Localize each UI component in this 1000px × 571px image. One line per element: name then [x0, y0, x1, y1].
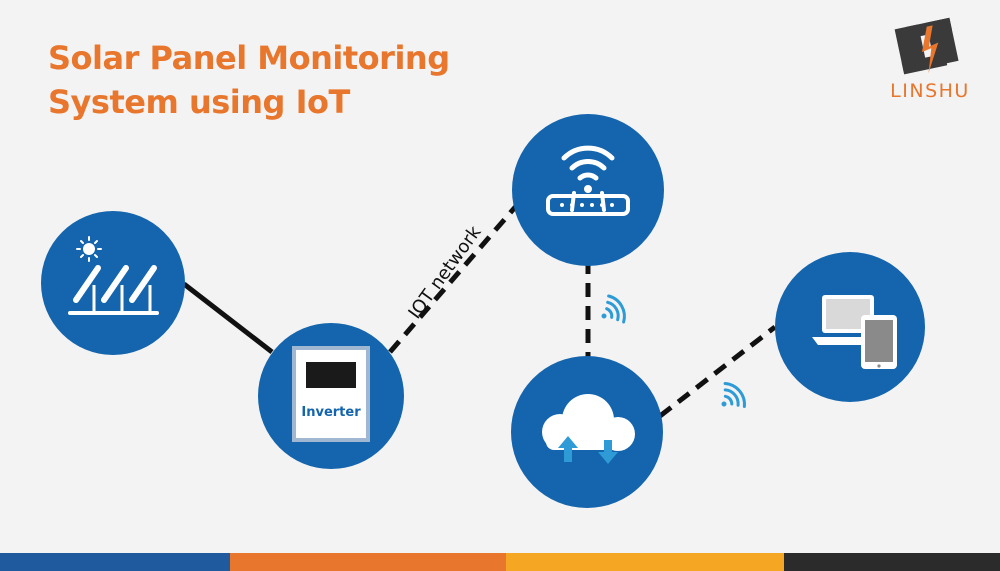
wifi-signal-icon — [721, 382, 746, 408]
bar-segment-blue — [0, 553, 230, 571]
router-icon — [546, 145, 630, 216]
bottom-color-bar — [0, 553, 1000, 571]
cloud-node — [511, 356, 663, 508]
link-cloud-devices — [658, 325, 777, 418]
title-line-1: Solar Panel Monitoring — [48, 39, 450, 77]
bar-segment-yellow — [506, 553, 784, 571]
bar-segment-dark — [784, 553, 1000, 571]
laptop-tablet-icon — [812, 295, 897, 369]
title-line-2: System using IoT — [48, 83, 350, 121]
page-title: Solar Panel Monitoring System using IoT — [48, 36, 450, 124]
logo-text: LINSHU — [890, 80, 970, 102]
inverter-node: Inverter — [258, 323, 404, 469]
inverter-label: Inverter — [301, 405, 361, 420]
solar-panels-icon — [68, 236, 159, 315]
bar-segment-orange — [230, 553, 506, 571]
link-solar-inverter — [182, 282, 274, 354]
router-node — [512, 114, 664, 266]
solar-panels-node — [41, 211, 185, 355]
devices-node — [775, 252, 925, 402]
cloud-icon — [542, 394, 635, 464]
linshu-logo-icon — [894, 17, 959, 75]
inverter-icon: Inverter — [292, 346, 370, 442]
wifi-signal-icon — [601, 294, 626, 324]
link-inverter-router — [388, 203, 519, 354]
